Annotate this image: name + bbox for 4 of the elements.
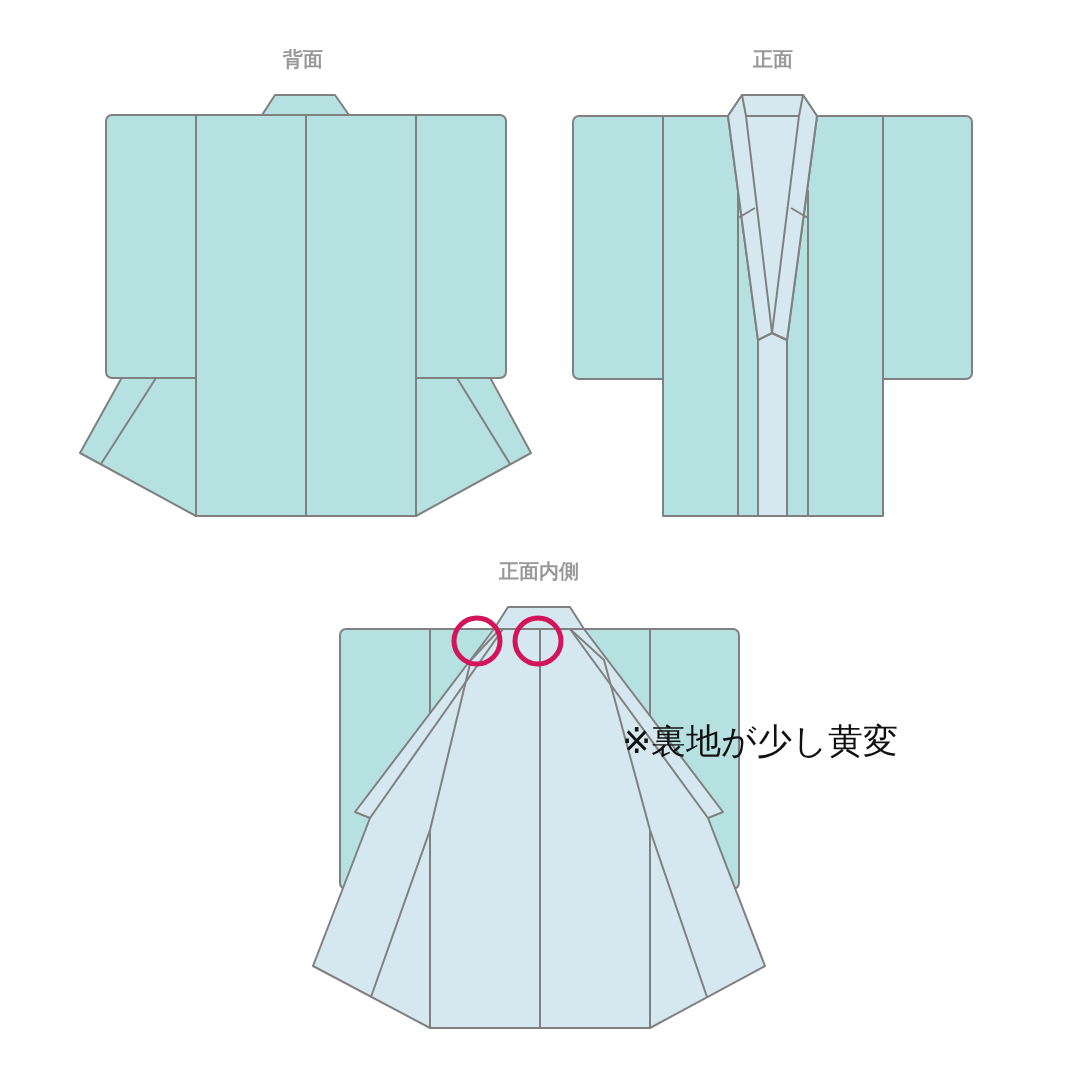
view-title: 正面: [753, 46, 793, 73]
view-title: 背面: [283, 46, 323, 73]
note-text: ※裏地が少し黄変: [622, 720, 899, 763]
view-title: 正面内側: [499, 558, 579, 585]
